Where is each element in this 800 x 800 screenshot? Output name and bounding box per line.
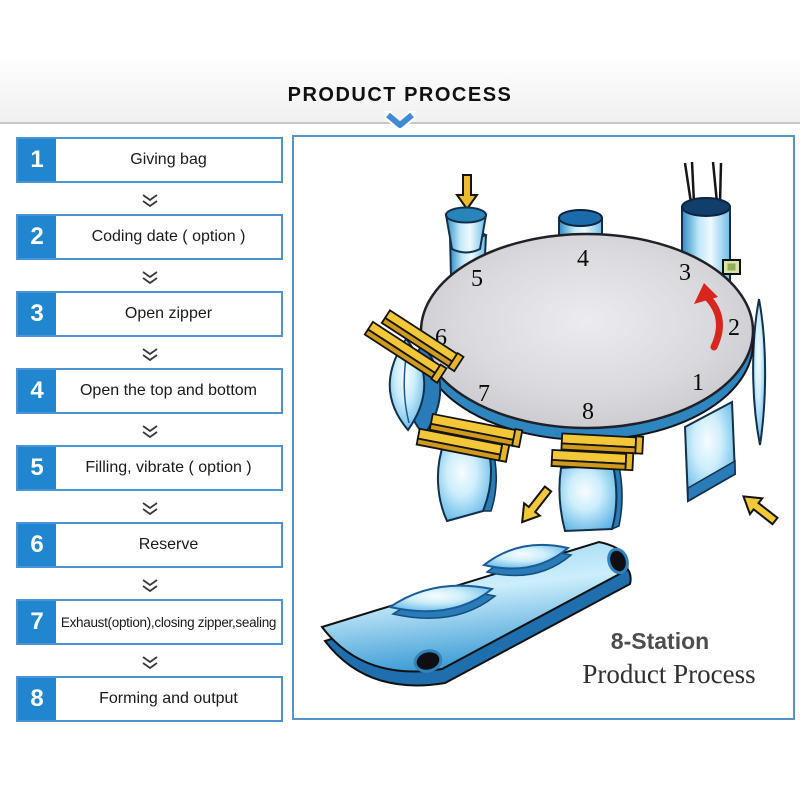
double-chevron-down-icon xyxy=(141,502,158,516)
machine-illustration: 1 2 3 4 5 6 7 8 xyxy=(320,161,779,689)
step-row-4: 4 Open the top and bottom xyxy=(16,368,283,439)
caption-line-1: 8-Station xyxy=(611,628,709,654)
conveyor-bag xyxy=(481,543,571,570)
output-arrow-icon xyxy=(520,485,553,524)
step-number: 3 xyxy=(18,293,56,335)
station-8-clamp xyxy=(550,432,645,472)
conveyor-belt xyxy=(320,540,632,687)
chevron-down-icon xyxy=(384,111,416,131)
step-row-8: 8 Forming and output xyxy=(16,676,283,722)
step-row-6: 6 Reserve xyxy=(16,522,283,593)
station-number: 2 xyxy=(728,315,740,341)
infeed-arrow-icon xyxy=(455,174,479,211)
double-chevron-down-icon xyxy=(141,348,158,362)
step-label: Giving bag xyxy=(130,151,207,168)
step-label: Filling, vibrate ( option ) xyxy=(85,459,252,476)
title-band xyxy=(0,54,800,123)
double-chevron-down-icon xyxy=(141,656,158,670)
process-step-list: 1 Giving bag 2 Coding date ( option ) 3 … xyxy=(16,137,283,753)
station-number: 7 xyxy=(478,381,490,407)
station-number: 4 xyxy=(577,246,589,272)
roller xyxy=(413,649,443,673)
double-chevron-down-icon xyxy=(141,271,158,285)
film-leaf xyxy=(752,298,767,446)
step-row-2: 2 Coding date ( option ) xyxy=(16,214,283,285)
step-label: Open the top and bottom xyxy=(79,382,257,399)
flat-bag xyxy=(683,400,737,503)
step-label: Forming and output xyxy=(99,690,238,707)
step-number: 1 xyxy=(18,139,56,181)
roller xyxy=(607,547,629,575)
step-label: Exhaust(option),closing zipper,sealing xyxy=(60,614,277,630)
double-chevron-down-icon xyxy=(141,425,158,439)
step-number: 6 xyxy=(18,524,56,566)
station-7-clamp xyxy=(415,412,524,463)
station-8-bag xyxy=(558,463,623,533)
step-number: 2 xyxy=(18,216,56,258)
step-row-7: 7 Exhaust(option),closing zipper,sealing xyxy=(16,599,283,670)
station-number: 8 xyxy=(582,399,594,425)
step-number: 7 xyxy=(18,601,56,643)
rotation-arrow-icon xyxy=(694,283,723,351)
step-label: Reserve xyxy=(138,536,199,553)
double-chevron-down-icon xyxy=(141,579,158,593)
step-label: Open zipper xyxy=(124,305,213,322)
station-6-clamp xyxy=(363,309,465,384)
conveyor-bag xyxy=(387,584,495,613)
step-number: 5 xyxy=(18,447,56,489)
step-row-3: 3 Open zipper xyxy=(16,291,283,362)
station-number: 5 xyxy=(471,266,483,292)
machine-illustration-panel: 1 2 3 4 5 6 7 8 xyxy=(292,135,795,720)
step-number: 8 xyxy=(18,678,56,720)
station-number: 1 xyxy=(692,370,704,396)
double-chevron-down-icon xyxy=(141,194,158,208)
bag-infeed-arrow-icon xyxy=(741,495,779,526)
page-title: PRODUCT PROCESS xyxy=(287,84,513,106)
caption-line-2: Product Process xyxy=(582,659,755,689)
step-row-1: 1 Giving bag xyxy=(16,137,283,208)
turntable xyxy=(419,232,755,441)
step-label: Coding date ( option ) xyxy=(91,228,246,245)
station-number: 3 xyxy=(679,260,691,286)
step-row-5: 5 Filling, vibrate ( option ) xyxy=(16,445,283,516)
step-number: 4 xyxy=(18,370,56,412)
